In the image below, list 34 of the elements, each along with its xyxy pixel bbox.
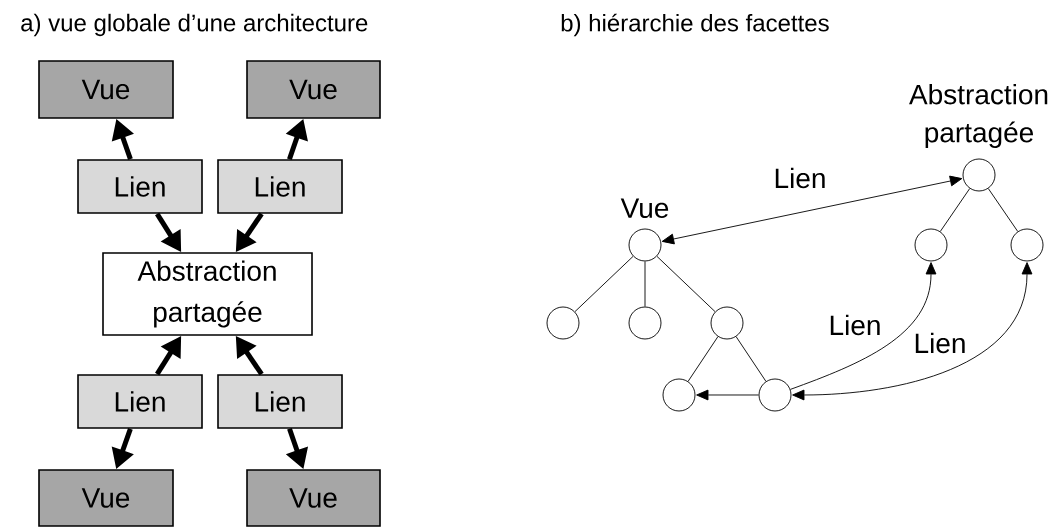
link-box: Lien	[77, 159, 203, 214]
link-box: Lien	[217, 159, 343, 214]
arrow	[792, 262, 1033, 401]
view-box: Vue	[246, 60, 381, 119]
tree-line	[987, 188, 1019, 232]
panel-title: b) hiérarchie des facettes	[561, 13, 829, 37]
tree-node-circle	[1010, 228, 1044, 262]
edge-label: Lien	[912, 331, 968, 355]
tree-line	[687, 336, 719, 382]
link-box: Lien	[77, 374, 203, 429]
tree-node-circle	[662, 378, 696, 412]
node-label: Abstraction partagée	[909, 83, 1048, 148]
tree-line	[656, 255, 716, 313]
tree-node-circle	[710, 306, 744, 340]
edge-label: Lien	[827, 313, 883, 337]
link-box: Lien	[217, 374, 343, 429]
arrow	[696, 389, 759, 401]
tree-node-circle	[914, 228, 948, 262]
view-box: Vue	[38, 60, 174, 119]
panel-title: a) vue globale d’une architecture	[21, 13, 368, 37]
tree-line	[939, 188, 971, 232]
tree-node-circle	[546, 306, 580, 340]
view-box: Vue	[246, 469, 381, 527]
abstraction-box: Abstraction partagée	[102, 252, 313, 336]
tree-line	[574, 255, 634, 313]
edge-label: Lien	[772, 166, 828, 190]
view-box: Vue	[38, 469, 174, 527]
arrow	[661, 175, 963, 245]
tree-node-circle	[628, 306, 662, 340]
arrow	[790, 262, 937, 390]
tree-node-circle	[758, 378, 792, 412]
tree-line	[644, 261, 646, 307]
node-label: Vue	[620, 198, 669, 219]
tree-line	[735, 336, 767, 382]
